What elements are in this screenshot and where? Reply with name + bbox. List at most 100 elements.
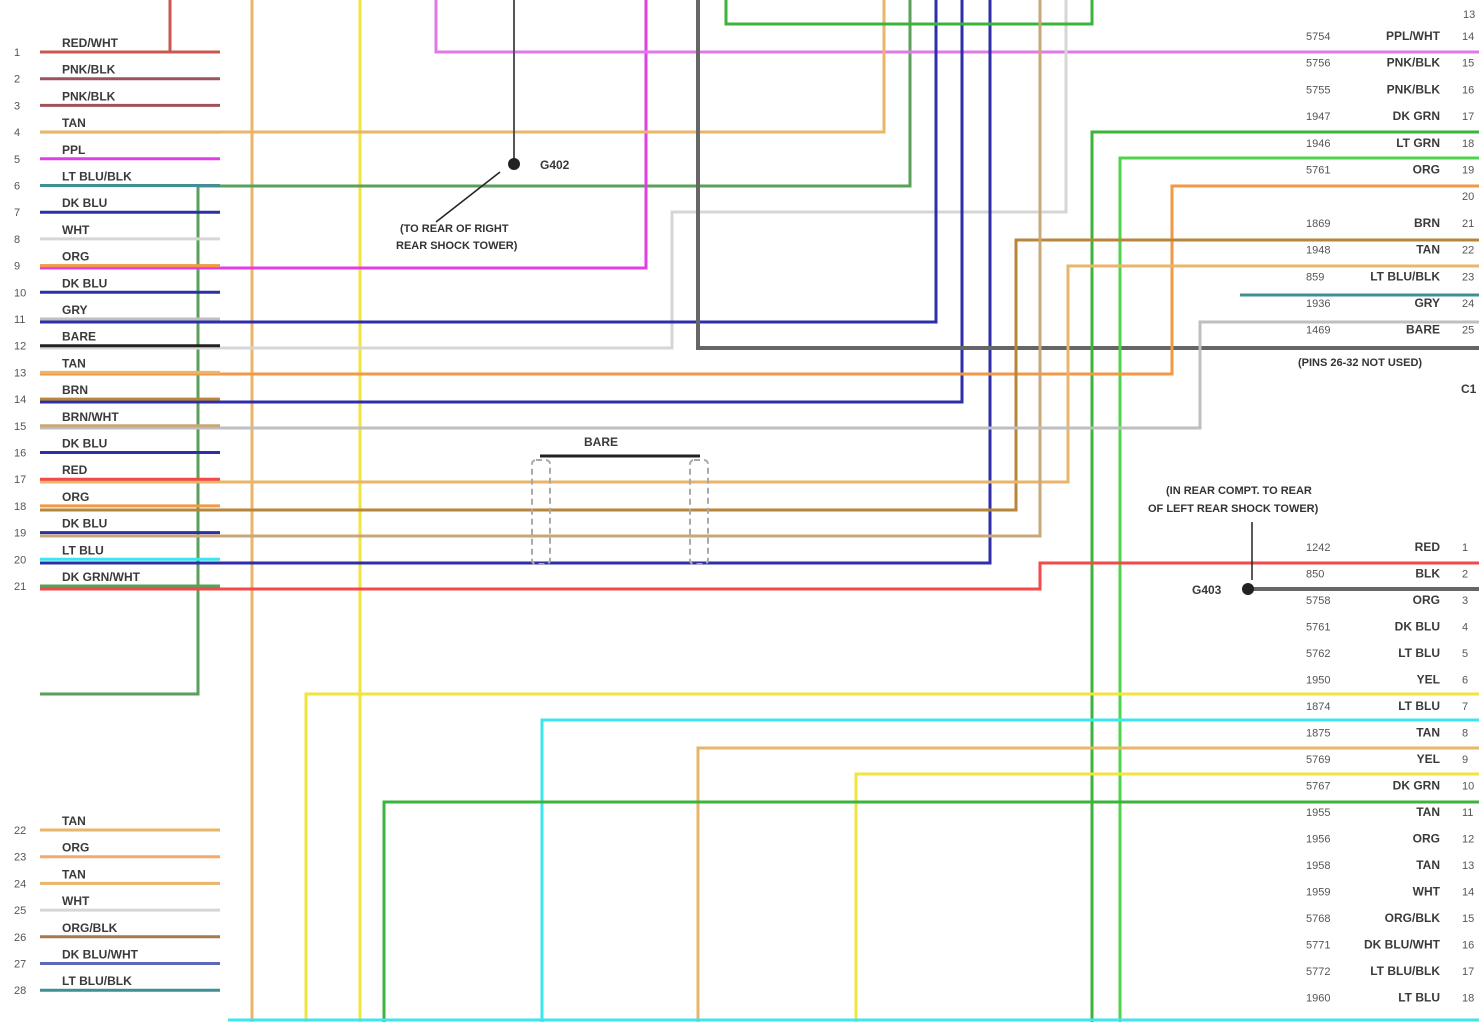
wire-tan-4-route	[40, 0, 886, 134]
right-pin-number: 15	[1462, 58, 1474, 70]
right-pin-number: 17	[1462, 966, 1474, 978]
wire-yel-c2-9-route	[854, 772, 1479, 1022]
right-pin-number: 13	[1462, 860, 1474, 872]
left-wire-label: BRN/WHT	[62, 410, 119, 424]
left-pin-number: 19	[14, 528, 26, 540]
circuit-number: 5772	[1306, 966, 1330, 978]
left-pin-number: 5	[14, 154, 20, 166]
right-pin-number: 7	[1462, 701, 1468, 713]
g403-symbol	[1242, 583, 1254, 595]
right-wire-label: TAN	[1416, 805, 1440, 819]
right-wire-label: LT BLU	[1398, 699, 1440, 713]
right-pin-number: 23	[1462, 271, 1474, 283]
circuit-number: 1869	[1306, 218, 1330, 230]
left-wire-label: TAN	[62, 814, 86, 828]
left-wire-label: LT BLU/BLK	[62, 974, 132, 988]
right-pin-number: 17	[1462, 111, 1474, 123]
left-pin-number: 1	[14, 47, 20, 59]
left-wire-label: PNK/BLK	[62, 63, 116, 77]
right-pin-number: 20	[1462, 191, 1474, 203]
left-pin-number: 23	[14, 852, 26, 864]
wire-lt-grn-18-route	[1118, 156, 1479, 1022]
wire-ltblu-c2-7-route	[540, 718, 1479, 1022]
right-pin-number: 16	[1462, 940, 1474, 952]
g402-symbol	[508, 158, 520, 170]
g402-note-line1: (TO REAR OF RIGHT	[400, 223, 509, 235]
left-wire-label: ORG/BLK	[62, 921, 118, 935]
left-pin-number: 28	[14, 985, 26, 997]
g402-leader	[435, 171, 501, 223]
left-wire-label: DK BLU	[62, 517, 107, 531]
left-pin-number: 8	[14, 234, 20, 246]
left-wire-label: ORG	[62, 250, 89, 264]
wire-red-17-route	[40, 561, 1479, 591]
c1-name: C1	[1461, 382, 1477, 396]
right-pin-number: 25	[1462, 325, 1474, 337]
right-wire-label: DK GRN	[1393, 109, 1440, 123]
circuit-number: 1959	[1306, 887, 1330, 899]
right-wire-label: YEL	[1417, 752, 1440, 766]
left-pin-number: 25	[14, 905, 26, 917]
left-wire-label: WHT	[62, 223, 90, 237]
circuit-number: 1956	[1306, 834, 1330, 846]
right-wire-label: BARE	[1406, 323, 1440, 337]
circuit-number: 850	[1306, 569, 1324, 581]
left-wire-label: DK BLU	[62, 437, 107, 451]
right-wire-label: LT GRN	[1396, 136, 1440, 150]
left-pin-number: 7	[14, 207, 20, 219]
right-pin-number: 6	[1462, 675, 1468, 687]
wire-ppl-route	[40, 0, 648, 270]
right-pin-number: 24	[1462, 298, 1474, 310]
left-pin-number: 3	[14, 100, 20, 112]
right-wire-label: PNK/BLK	[1387, 56, 1441, 70]
wire-tan-c2-8-route	[696, 746, 1479, 1022]
left-wire-label: DK BLU	[62, 276, 107, 290]
left-wire-label: ORG	[62, 490, 89, 504]
circuit-number: 1958	[1306, 860, 1330, 872]
right-wire-label: DK GRN	[1393, 779, 1440, 793]
wire-bare-25-route	[696, 0, 1479, 350]
wire-yel-c2-6-route	[304, 692, 1479, 1022]
circuit-number: 1874	[1306, 701, 1330, 713]
right-pin-number: 22	[1462, 245, 1474, 257]
left-pin-number: 22	[14, 825, 26, 837]
right-pin-number: 5	[1462, 648, 1468, 660]
left-pin-number: 27	[14, 959, 26, 971]
right-wire-label: LT BLU/BLK	[1370, 269, 1440, 283]
right-pin-number: 18	[1462, 993, 1474, 1005]
circuit-number: 859	[1306, 271, 1324, 283]
circuit-number: 1936	[1306, 298, 1330, 310]
left-wire-label: BARE	[62, 330, 96, 344]
wire-gry-24-route	[40, 320, 1479, 430]
circuit-number: 5769	[1306, 754, 1330, 766]
circuit-number: 5758	[1306, 595, 1330, 607]
circuit-number: 1960	[1306, 993, 1330, 1005]
left-wire-label: TAN	[62, 867, 86, 881]
wire-green-top-loop	[724, 0, 1094, 26]
circuit-number: 5767	[1306, 781, 1330, 793]
left-pin-number: 26	[14, 932, 26, 944]
left-wire-label: RED	[62, 463, 88, 477]
right-wire-label: TAN	[1416, 726, 1440, 740]
right-pin-number: 11	[1462, 807, 1473, 819]
left-wire-label: LT BLU/BLK	[62, 170, 132, 184]
wire-brn-wht-15-route	[40, 0, 1042, 538]
right-wire-label: ORG/BLK	[1385, 911, 1441, 925]
circuit-number: 1875	[1306, 728, 1330, 740]
wire-dk-grn-17-route	[1090, 130, 1479, 1022]
left-wire-label: ORG	[62, 841, 89, 855]
right-pin-number: 15	[1462, 913, 1474, 925]
left-wire-label: PPL	[62, 143, 85, 157]
shield: BARE	[531, 435, 709, 565]
left-pin-number: 21	[14, 581, 26, 593]
circuit-number: 1947	[1306, 111, 1330, 123]
g403-note-line1: (IN REAR COMPT. TO REAR	[1166, 485, 1312, 497]
right-pin-number: 2	[1462, 569, 1468, 581]
left-wire-label: PNK/BLK	[62, 89, 116, 103]
wire-org-19-route	[40, 184, 1479, 376]
left-pin-number: 10	[14, 287, 26, 299]
right-pin-number: 3	[1462, 595, 1468, 607]
left-wire-label: TAN	[62, 356, 86, 370]
right-wire-label: ORG	[1413, 593, 1440, 607]
